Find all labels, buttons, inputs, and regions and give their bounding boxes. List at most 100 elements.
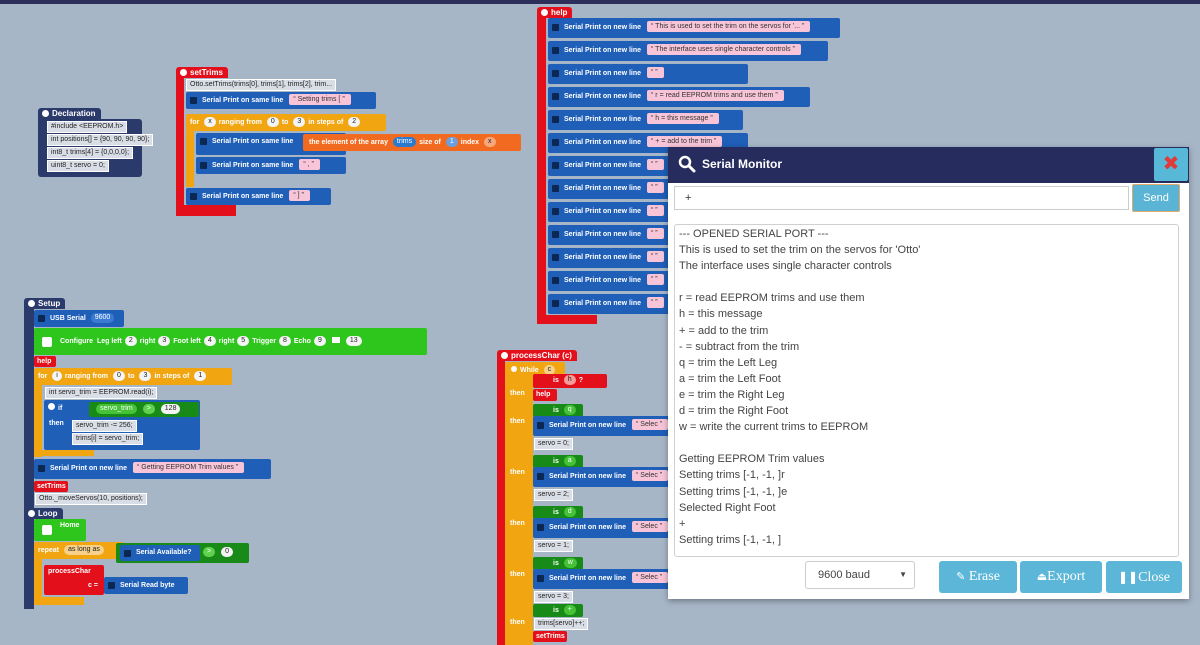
setup-title: Setup (38, 299, 61, 308)
help-print-row[interactable]: Serial Print on new line“ r = read EEPRO… (548, 87, 810, 107)
string-value[interactable]: “ ” (647, 297, 664, 308)
code-line[interactable]: servo = 2; (534, 489, 573, 501)
erase-button[interactable]: ✎ Erase (939, 561, 1017, 593)
string-value[interactable]: “ ” (647, 67, 664, 78)
close-button[interactable]: ❚❚Close (1106, 561, 1182, 593)
string-value[interactable]: “ ” (647, 228, 664, 239)
export-button[interactable]: ⏏Export (1020, 561, 1102, 593)
serial-icon (552, 300, 559, 307)
print-new-line[interactable]: Serial Print on new line“ Selec ” (533, 467, 673, 487)
code-line[interactable]: servo = 1; (534, 540, 573, 552)
serial-icon (537, 524, 544, 531)
log-line: e = trim the Right Leg (679, 388, 785, 401)
code-line[interactable]: uint8_t servo = 0; (47, 160, 109, 172)
print-new-line[interactable]: Serial Print on new line“ Selec ” (533, 416, 673, 436)
code-line[interactable]: servo = 0; (534, 438, 573, 450)
compare-block[interactable]: Serial Available?>0 (116, 543, 249, 563)
log-line: d = trim the Right Foot (679, 405, 789, 418)
log-line: The interface uses single character cont… (679, 260, 892, 273)
string-value[interactable]: “ ” (647, 274, 664, 285)
case-block[interactable]: is h? (533, 374, 607, 388)
string-value[interactable]: “ + = add to the trim ” (647, 136, 723, 147)
log-line (679, 274, 1174, 290)
close-icon[interactable]: ✖ (1154, 148, 1188, 181)
baud-rate-select[interactable]: 9600 baud▼ (805, 561, 915, 589)
case-block[interactable]: is a (533, 455, 583, 468)
settrims-call[interactable]: setTrims (34, 481, 68, 492)
settrims-call[interactable]: Otto.setTrims(trims[0], trims[1], trims[… (186, 79, 337, 91)
loop-title: Loop (38, 509, 58, 518)
code-line[interactable]: servo_trim -= 256; (72, 420, 137, 432)
usb-serial-block[interactable]: USB Serial 9600 (34, 310, 124, 327)
print-new-line[interactable]: Serial Print on new line“ Selec ” (533, 518, 673, 538)
serial-icon (124, 550, 131, 557)
help-print-row[interactable]: Serial Print on new line“ ” (548, 64, 748, 84)
log-line: Selected Right Foot (679, 501, 776, 514)
processchar-title: processChar (511, 351, 560, 360)
serial-read-byte[interactable]: Serial Read byte (104, 577, 188, 594)
serial-input[interactable]: + (674, 186, 1129, 210)
top-border (0, 0, 1200, 4)
string-value[interactable]: “ ” (647, 182, 664, 193)
string-value[interactable]: “ ” (647, 159, 664, 170)
help-call[interactable]: help (34, 356, 56, 367)
help-title: help (551, 8, 568, 17)
settrims-title: setTrims (190, 68, 223, 77)
code-line[interactable]: Otto._moveServos(10, positions); (35, 493, 147, 505)
case-block[interactable]: is d (533, 506, 583, 519)
help-print-row[interactable]: Serial Print on new line“ h = this messa… (548, 110, 743, 130)
serial-icon (200, 138, 207, 145)
log-line: Setting trims [-1, -1, ]e (679, 485, 788, 498)
string-value[interactable]: “ The interface uses single character co… (647, 44, 801, 55)
case-block[interactable]: is w (533, 557, 583, 570)
gear-icon (48, 403, 55, 410)
print-same-line[interactable]: Serial Print on same line“ ] ” (186, 188, 331, 205)
serial-output-log[interactable]: --- OPENED SERIAL PORT ---This is used t… (674, 224, 1179, 557)
string-value[interactable]: “ r = read EEPROM trims and use them ” (647, 90, 784, 101)
gear-icon (511, 366, 517, 372)
code-line[interactable]: trims[servo]++; (534, 618, 589, 630)
string-value[interactable]: “ ” (647, 251, 664, 262)
print-new-line[interactable]: Serial Print on new line“ Getting EEPROM… (34, 459, 271, 479)
gear-icon (28, 510, 35, 517)
compare-block[interactable]: servo_trim>128 (89, 402, 199, 417)
help-print-row[interactable]: Serial Print on new line“ This is used t… (548, 18, 840, 38)
code-line[interactable]: int servo_trim = EEPROM.read(i); (45, 387, 158, 399)
code-line[interactable]: int positions[] = {90, 90, 90, 90}; (47, 134, 154, 146)
help-call[interactable]: help (533, 389, 557, 401)
code-line[interactable]: servo = 3; (534, 591, 573, 603)
print-same-line[interactable]: Serial Print on same line“ Setting trims… (186, 92, 376, 109)
string-value[interactable]: “ h = this message ” (647, 113, 719, 124)
code-line[interactable]: int8_t trims[4] = {0,0,0,0}; (47, 147, 134, 159)
case-block[interactable]: is q (533, 404, 583, 417)
case-block[interactable]: is + (533, 604, 583, 617)
print-new-line[interactable]: Serial Print on new line“ Selec ” (533, 569, 673, 589)
serial-icon (537, 473, 544, 480)
code-line[interactable]: trims[i] = servo_trim; (72, 433, 144, 445)
code-line[interactable]: #include <EEPROM.h> (47, 121, 128, 133)
eraser-icon: ✎ (956, 571, 966, 583)
serial-icon (552, 139, 559, 146)
log-line: + (679, 517, 686, 530)
string-value[interactable]: “ Setting trims [ ” (289, 94, 351, 105)
log-line: --- OPENED SERIAL PORT --- (679, 228, 829, 240)
print-same-line[interactable]: Serial Print on same line“ , ” (196, 157, 346, 174)
string-value[interactable]: “ This is used to set the trim on the se… (647, 21, 811, 32)
repeat-block[interactable]: repeat as long as (34, 542, 124, 559)
settrims-call[interactable]: setTrims (533, 631, 567, 642)
home-block[interactable]: Home (34, 519, 86, 541)
chevron-down-icon: ▼ (899, 570, 907, 579)
string-value[interactable]: “ ” (647, 205, 664, 216)
log-line: Setting trims [-1, -1, ] (679, 533, 782, 546)
serial-icon (552, 24, 559, 31)
speaker-icon (331, 337, 340, 343)
declaration-title: Declaration (52, 109, 96, 118)
send-button[interactable]: Send (1132, 184, 1180, 212)
help-print-row[interactable]: Serial Print on new line“ The interface … (548, 41, 828, 61)
serial-monitor-header: Serial Monitor ✖ (668, 147, 1189, 183)
